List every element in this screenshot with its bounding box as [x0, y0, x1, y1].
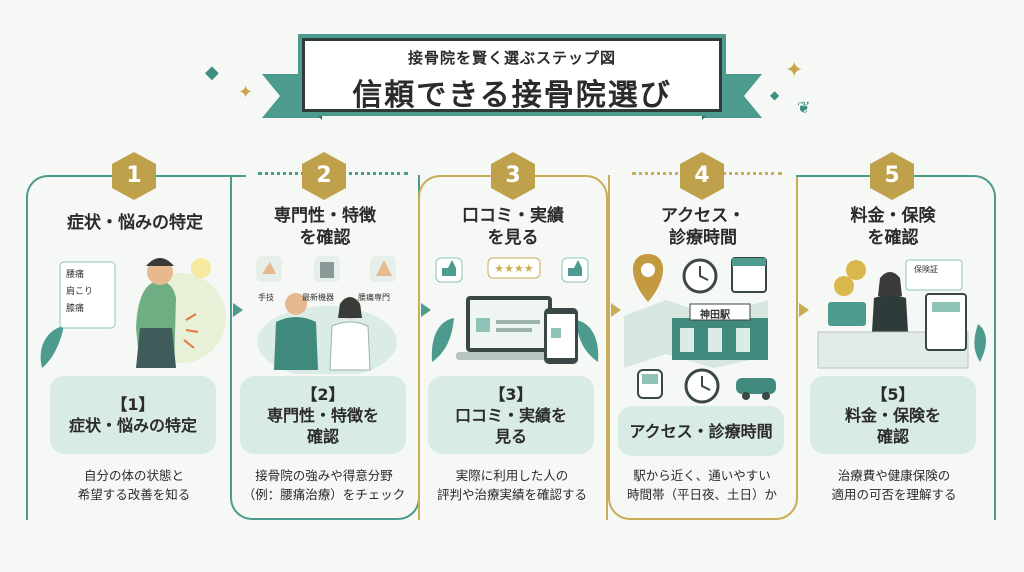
diamond-icon: ◆	[205, 62, 219, 83]
insurance-card-label: 保険証	[914, 265, 938, 274]
arrow-right-icon	[421, 303, 431, 317]
step3-illustration: ★★★★	[431, 257, 599, 364]
station-sign: 神田駅	[700, 310, 730, 321]
step2-title: 専門性・特徴 を確認	[274, 206, 376, 248]
sparkle-icon: ✦	[238, 82, 254, 103]
symptom-label-knee: 膝痛	[66, 304, 85, 314]
step1-title: 症状・悩みの特定	[67, 213, 203, 233]
step5-title: 料金・保険 を確認	[850, 206, 936, 248]
step3-description: 実際に利用した人の 評判や治療実績を確認する	[436, 468, 587, 502]
step4-title: アクセス・ 診療時間	[660, 206, 746, 248]
arrow-right-icon	[799, 303, 809, 317]
step3-card: 【3】 口コミ・実績を 見る	[428, 376, 594, 454]
arrow-right-icon	[611, 303, 621, 317]
sparkle-icon: ✦	[785, 58, 804, 83]
step4-frame	[608, 175, 798, 520]
feature-label-equipment: 最新機器	[302, 293, 334, 302]
step4-description: 駅から近く、通いやすい 時間帯（平日夜、土日）か	[626, 468, 777, 502]
leaf-icon: ❦	[797, 98, 811, 117]
symptom-label-backpain: 腰痛	[66, 270, 85, 280]
step1-illustration	[40, 258, 226, 368]
transport-icons	[637, 368, 776, 404]
arrow-right-icon	[233, 303, 243, 317]
step2-illustration	[256, 256, 397, 374]
title-banner: 接骨院を賢く選ぶステップ図 信頼できる接骨院選び	[262, 30, 762, 130]
step2-card: 【2】 専門性・特徴を 確認	[240, 376, 406, 454]
diamond-icon: ◆	[770, 88, 780, 102]
banner-panel: 接骨院を賢く選ぶステップ図 信頼できる接骨院選び	[302, 38, 722, 113]
step1-card: 【1】 症状・悩みの特定	[50, 376, 216, 454]
step5-card: 【5】 料金・保険を 確認	[810, 376, 976, 454]
step3-title: 口コミ・実績 を見る	[462, 206, 564, 248]
step2-number-badge: 2	[302, 152, 346, 200]
step4-card: アクセス・診療時間	[618, 406, 784, 456]
banner-subtitle: 接骨院を賢く選ぶステップ図	[407, 49, 616, 67]
feature-label-manual: 手技	[258, 293, 274, 302]
step2-description: 接骨院の強みや得意分野 （例：腰痛治療）をチェック	[242, 468, 406, 502]
step4-illustration	[624, 254, 768, 368]
step5-illustration	[817, 259, 986, 369]
svg-text:★★★★: ★★★★	[494, 262, 534, 275]
feature-label-backpain-specialty: 腰痛専門	[358, 293, 390, 302]
step1-description: 自分の体の状態と 希望する改善を知る	[77, 468, 191, 502]
banner-title: 信頼できる接骨院選び	[352, 78, 672, 113]
symptom-label-shoulder: 肩こり	[66, 287, 94, 297]
step5-description: 治療費や健康保険の 適用の可否を理解する	[831, 468, 957, 502]
